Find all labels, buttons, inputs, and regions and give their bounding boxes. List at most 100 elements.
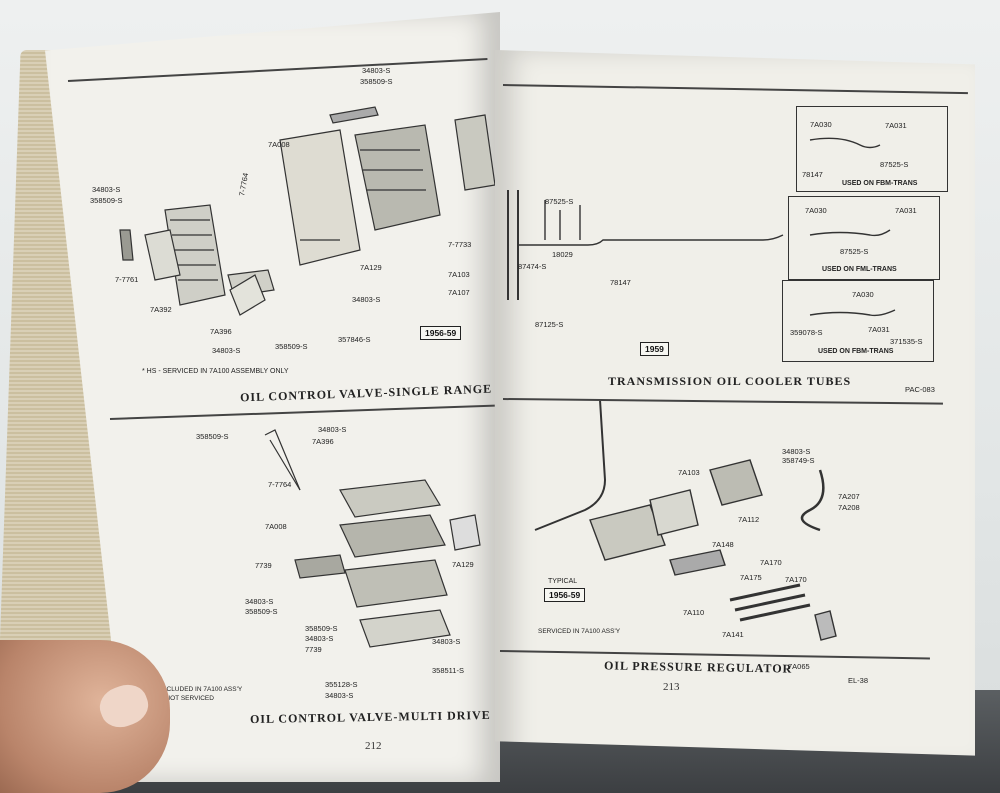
part-label: 7A103 — [678, 468, 700, 477]
part-label: 34803-S — [432, 637, 461, 646]
part-label: 358509-S — [245, 607, 278, 616]
part-label: 7A175 — [740, 573, 762, 582]
footnote: * HS - SERVICED IN 7A100 ASSEMBLY ONLY — [142, 368, 289, 375]
part-label: 358509-S — [360, 77, 393, 86]
middle-valve-body — [339, 514, 446, 558]
part-label: 357846-S — [338, 335, 371, 344]
panel-part-label: 371535-S — [890, 337, 923, 346]
part-label: 7A170 — [785, 575, 807, 584]
part-label: 358511-S — [432, 666, 464, 675]
part-label: 7-7733 — [448, 240, 472, 249]
panel-fml — [788, 196, 940, 280]
section-title: TRANSMISSION OIL COOLER TUBES — [608, 374, 852, 388]
valve-body-main — [354, 124, 441, 231]
panel-caption: USED ON FML-TRANS — [822, 266, 897, 273]
cover-plate — [229, 274, 266, 316]
regulator-valve — [669, 549, 726, 576]
panel-caption: USED ON FBM-TRANS — [842, 180, 918, 187]
part-label: 358509-S — [196, 432, 229, 441]
figure-code: PAC-083 — [905, 385, 935, 394]
part-label: 358509-S — [275, 342, 308, 351]
footnote-line: INCLUDED IN 7A100 ASS'Y — [160, 686, 243, 693]
right-page-diagrams — [507, 137, 896, 641]
hand-thumb — [0, 640, 170, 793]
part-label: 7-7761 — [115, 275, 139, 284]
panel-fbm-2 — [782, 280, 934, 362]
upper-valve-body — [339, 479, 441, 518]
part-label: 7A103 — [448, 270, 470, 279]
part-label: 78147 — [610, 278, 631, 287]
part-label: 7A392 — [150, 305, 172, 314]
part-label: 7A170 — [760, 558, 782, 567]
part-label: 87125-S — [535, 320, 564, 329]
top-clip — [329, 106, 379, 124]
panel-part-label: 7A031 — [868, 325, 890, 334]
panel-part-label: 7A031 — [895, 206, 917, 215]
small-plug — [119, 229, 134, 261]
part-label: 34803-S — [245, 597, 274, 606]
page-number: 213 — [663, 681, 680, 693]
panel-part-label: 87525-S — [840, 247, 869, 256]
part-label: 358509-S — [305, 624, 338, 633]
page-number: 212 — [365, 740, 382, 752]
regulator-spring — [729, 583, 811, 622]
part-label: 87525-S — [545, 197, 574, 206]
part-label: 7A107 — [448, 288, 470, 297]
part-label: 87474-S — [518, 262, 547, 271]
panel-part-label: 7A030 — [805, 206, 827, 215]
footnote: SERVICED IN 7A100 ASS'Y — [538, 628, 621, 635]
part-label: 7A008 — [265, 522, 287, 531]
part-label: 7739 — [255, 561, 272, 570]
part-label: 18029 — [552, 250, 573, 259]
year-tag: 1956-59 — [544, 588, 586, 602]
panel-part-label: 87525-S — [880, 160, 909, 169]
part-label: 7A148 — [712, 540, 734, 549]
figure-code: EL-38 — [848, 676, 869, 685]
panel-part-label: 7A030 — [810, 120, 832, 129]
year-tag: 1956-59 — [420, 326, 462, 340]
part-label: 7739 — [305, 645, 322, 654]
panel-fbm — [796, 106, 948, 192]
servo-piston — [294, 554, 346, 579]
cover-right — [454, 114, 496, 191]
part-label: 358749-S — [782, 456, 815, 465]
part-label: 7A008 — [268, 140, 290, 149]
part-label: 7A141 — [722, 630, 744, 639]
footnote-line: 8 NOT SERVICED — [160, 695, 214, 702]
separator-plate — [279, 129, 361, 266]
regulator-plate — [649, 489, 699, 536]
part-label: 34803-S — [325, 691, 354, 700]
end-plug — [814, 610, 837, 641]
regulator-body — [589, 504, 666, 561]
part-label: 7A129 — [360, 263, 382, 272]
part-label: 7A065 — [788, 662, 810, 671]
left-page-diagrams — [119, 106, 496, 648]
year-tag: 1959 — [640, 342, 669, 356]
part-label: 34803-S — [92, 185, 121, 194]
gasket-left — [144, 229, 181, 281]
part-label: 7A396 — [210, 327, 232, 336]
part-label: 7-7764 — [268, 480, 292, 489]
side-cover — [449, 514, 481, 551]
part-label: 34803-S — [212, 346, 241, 355]
part-label: 34803-S — [782, 447, 811, 456]
part-label: 7A112 — [738, 515, 760, 524]
panel-caption: USED ON FBM-TRANS — [818, 348, 894, 355]
bottom-plate — [359, 609, 451, 648]
panel-part-label: 359078-S — [790, 328, 823, 337]
regulator-cover — [709, 459, 763, 506]
lower-valve-body — [344, 559, 448, 608]
part-label: 7A207 — [838, 492, 860, 501]
part-label: 7A208 — [838, 503, 860, 512]
panel-part-label: 7A030 — [852, 290, 874, 299]
typical-label: TYPICAL — [548, 578, 578, 585]
part-label: 34803-S — [318, 425, 347, 434]
part-label: 7A110 — [683, 608, 705, 617]
part-label: 7A396 — [312, 437, 334, 446]
panel-part-label: 78147 — [802, 170, 823, 179]
part-label: 34803-S — [305, 634, 334, 643]
part-label: 7A129 — [452, 560, 474, 569]
panel-part-label: 7A031 — [885, 121, 907, 130]
part-label: 34803-S — [352, 295, 381, 304]
part-label: 358509-S — [90, 196, 123, 205]
